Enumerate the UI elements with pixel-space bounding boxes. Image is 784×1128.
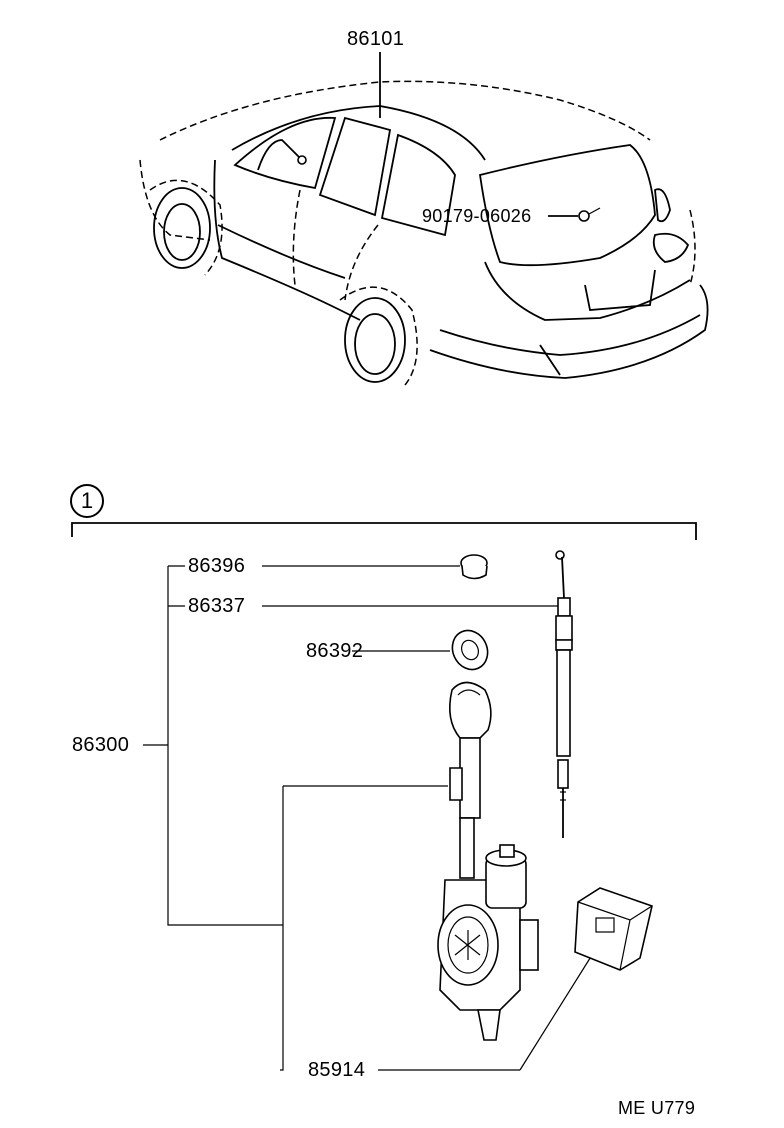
part-label-86337: 86337 — [188, 595, 246, 617]
part-label-86396: 86396 — [188, 555, 246, 577]
part-label-86300: 86300 — [72, 734, 130, 756]
part-label-90179-06026: 90179-06026 — [422, 206, 532, 226]
diagram-code: ME U779 — [618, 1098, 696, 1118]
section-marker: 1 — [70, 484, 104, 518]
section-bracket — [71, 522, 697, 540]
part-label-86101: 86101 — [347, 28, 405, 50]
grommet-86396 — [460, 554, 488, 580]
vehicle-illustration — [139, 80, 709, 386]
part-label-85914: 85914 — [308, 1059, 366, 1081]
antenna-relay-85914 — [574, 887, 653, 971]
motor-antenna-assembly — [437, 681, 539, 1041]
antenna-rod-86337 — [555, 550, 573, 838]
part-label-86392: 86392 — [306, 640, 364, 662]
gasket-86392 — [451, 629, 489, 671]
